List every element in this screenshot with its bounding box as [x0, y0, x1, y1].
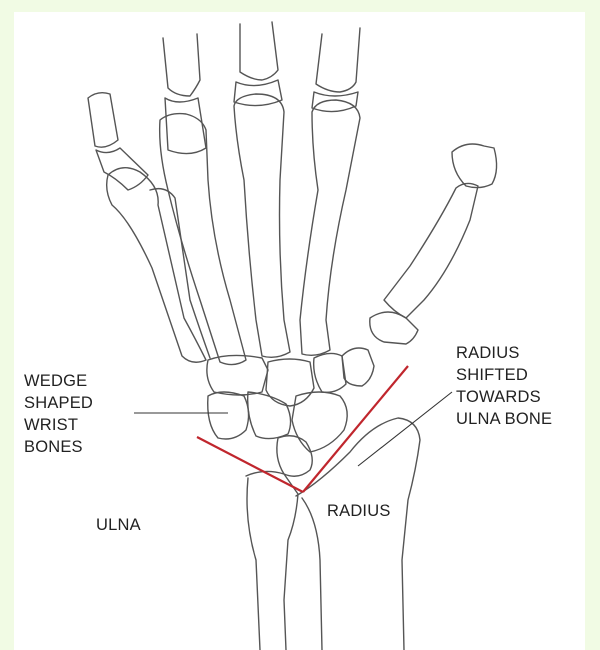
ring-finger-bones [160, 34, 246, 365]
ulna-label: ULNA [96, 514, 141, 536]
middle-finger-distal-phalanx [240, 22, 278, 80]
ring-finger-middle-phalanx [165, 98, 206, 154]
ulna-bone [246, 471, 298, 650]
thumb-metacarpal [370, 312, 418, 344]
radius-shifted-label: RADIUS SHIFTED TOWARDS ULNA BONE [456, 342, 552, 430]
trapezoid-bone [314, 353, 346, 392]
middle-finger-middle-phalanx [234, 80, 282, 106]
hamate-bone [207, 355, 268, 395]
wedge-shaped-wrist-bones-label: WEDGE SHAPED WRIST BONES [24, 370, 93, 458]
little-finger-metacarpal [150, 189, 210, 358]
middle-finger-proximal-phalanx [234, 94, 290, 357]
middle-finger-bones [234, 22, 290, 357]
radius-bone [296, 418, 420, 650]
ring-finger-distal-phalanx [163, 34, 200, 96]
radius-shifted-pointer-line [358, 392, 452, 466]
little-finger-middle-phalanx [96, 148, 148, 190]
thumb-distal-phalanx [452, 144, 497, 188]
trapezium-bone [342, 348, 374, 386]
capitate-bone [266, 359, 314, 406]
index-finger-bones [300, 28, 360, 355]
carpal-bones [207, 348, 374, 476]
little-finger-distal-phalanx [88, 93, 118, 147]
triquetrum-bone [208, 392, 249, 439]
scaphoid-bone [292, 392, 347, 452]
index-finger-proximal-phalanx [300, 100, 360, 355]
deformity-angle-lines [197, 366, 408, 492]
little-finger-bones [88, 93, 210, 363]
radius-label: RADIUS [327, 500, 391, 522]
little-finger-proximal-phalanx [107, 168, 206, 363]
thumb-bones [370, 144, 497, 344]
index-finger-middle-phalanx [312, 92, 358, 112]
pointer-lines [134, 392, 452, 466]
lunate-bone [248, 392, 291, 439]
thumb-proximal-phalanx [384, 183, 478, 318]
index-finger-distal-phalanx [316, 28, 360, 92]
pisiform-bone [277, 436, 312, 477]
ulnar-slope-line [197, 437, 303, 492]
